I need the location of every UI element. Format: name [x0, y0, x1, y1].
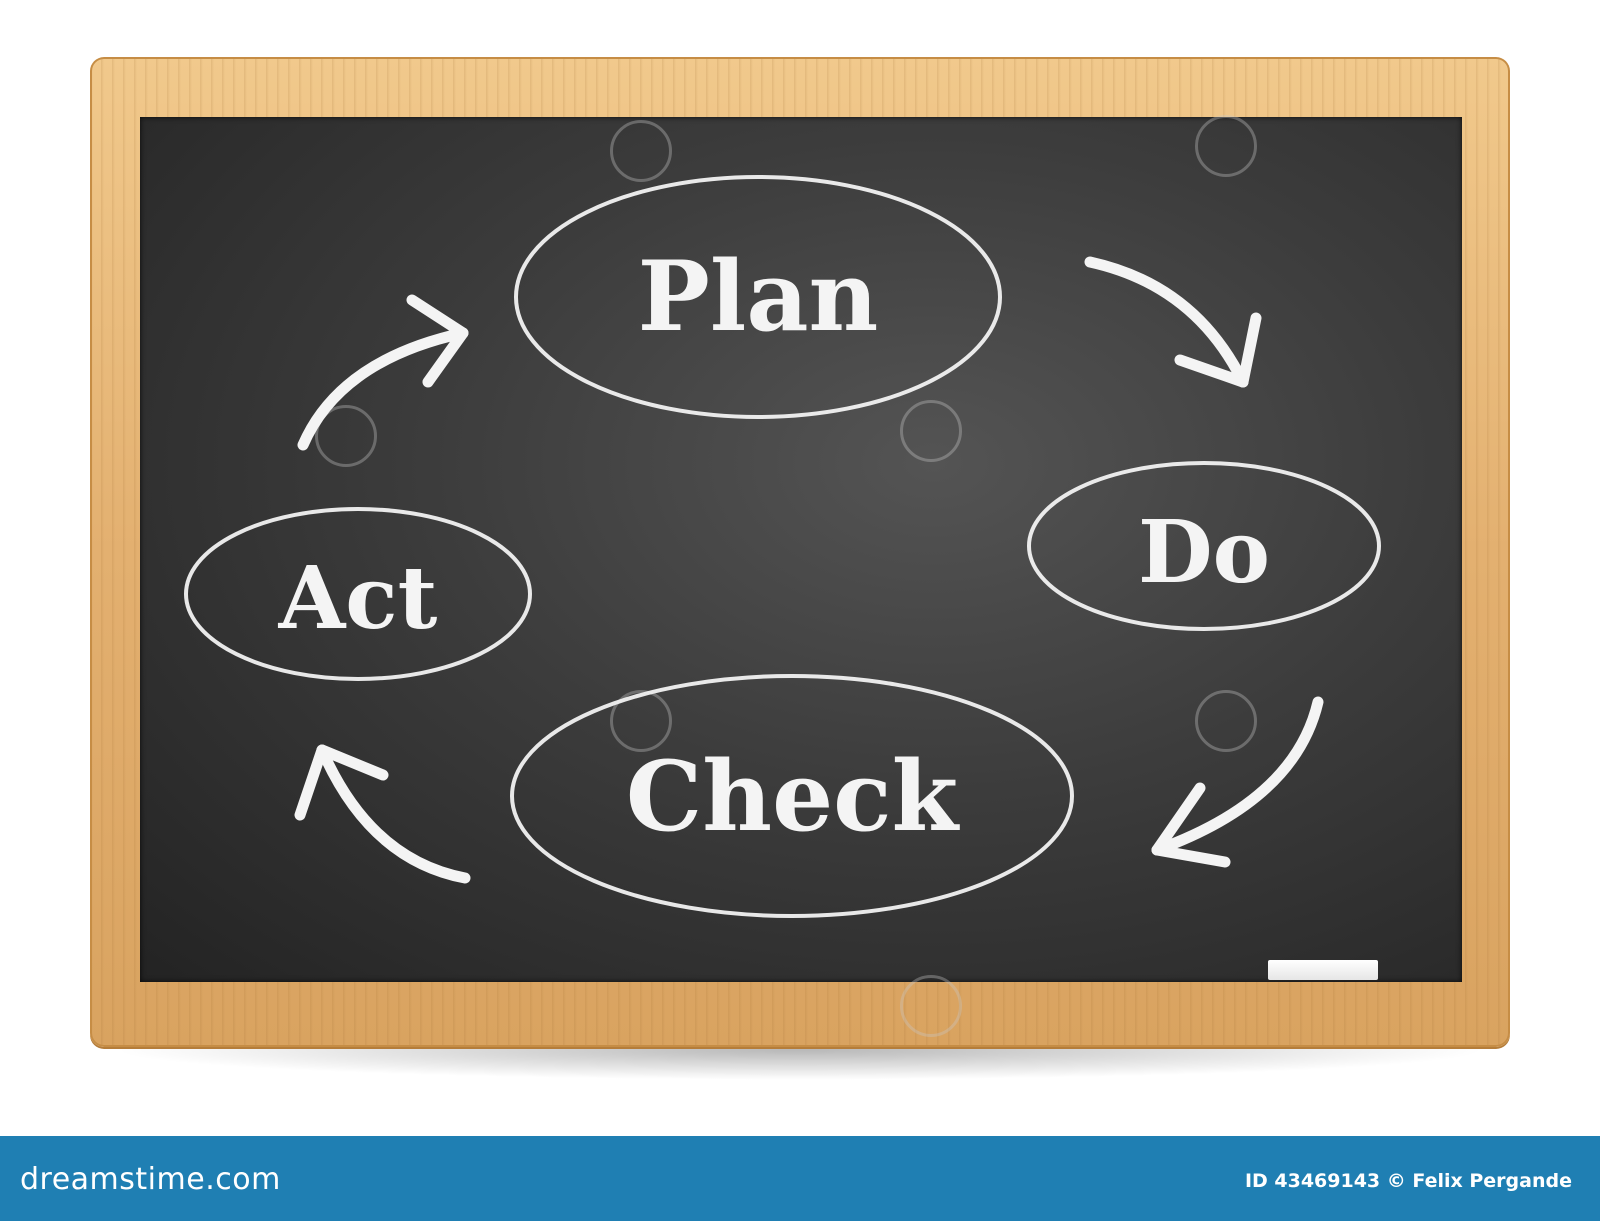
check-label: Check	[626, 740, 961, 853]
watermark-icon	[900, 975, 962, 1037]
watermark-icon	[610, 120, 672, 182]
footer-bar	[0, 1136, 1600, 1221]
arrow-act-to-plan	[297, 327, 469, 451]
arrow-do-to-check	[1151, 696, 1324, 856]
do-node-outline	[1027, 461, 1381, 631]
arrowhead-do-to-check	[1151, 782, 1231, 868]
blackboard-surface	[140, 117, 1462, 982]
check-node-outline	[510, 674, 1074, 918]
arrow-check-to-act	[316, 744, 471, 884]
act-node-outline	[184, 507, 532, 681]
watermark-icon	[1195, 115, 1257, 177]
watermark-icon	[610, 690, 672, 752]
watermark-icon	[1195, 690, 1257, 752]
arrow-plan-to-do	[1084, 256, 1249, 388]
image-credit: ID 43469143 © Felix Pergande	[1244, 1170, 1572, 1192]
plan-label: Plan	[638, 240, 879, 353]
arrowhead-check-to-act	[294, 744, 389, 821]
plan-node-outline	[514, 175, 1002, 419]
chalk-stick	[1268, 960, 1378, 980]
watermark-icon	[900, 400, 962, 462]
watermark-icon	[315, 405, 377, 467]
act-label: Act	[278, 548, 438, 649]
do-label: Do	[1138, 502, 1270, 603]
dreamstime-logo: dreamstime.com	[20, 1162, 281, 1197]
arrowhead-act-to-plan	[406, 294, 469, 388]
arrowhead-plan-to-do	[1174, 312, 1262, 388]
